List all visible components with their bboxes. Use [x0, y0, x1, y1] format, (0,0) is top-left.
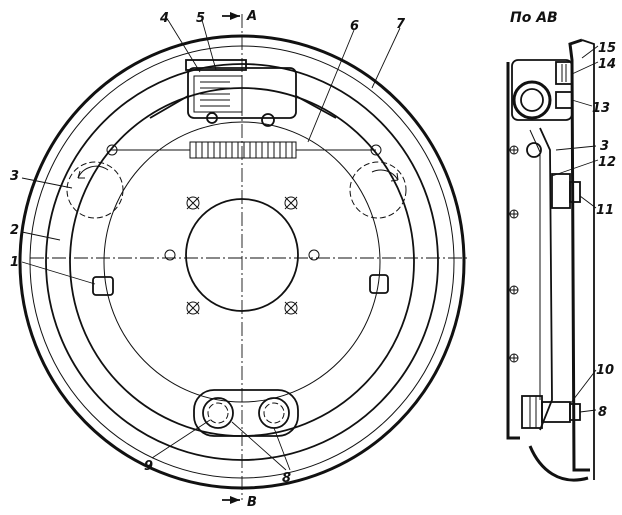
adjuster-section: [551, 173, 581, 209]
callout-13: 13: [592, 101, 610, 116]
callout-11: 11: [596, 203, 614, 218]
anchor-pin-plate: [193, 389, 299, 437]
plate-rivets: [509, 145, 519, 363]
adjuster-eccentric-left: [66, 161, 124, 219]
callout-7: 7: [396, 17, 406, 32]
section-view: По АВ: [506, 10, 616, 482]
adjuster-eccentric-right: [349, 161, 407, 219]
backing-plate-profile: [568, 38, 590, 472]
callout-10: 10: [596, 363, 614, 378]
front-view: А В 1 2 3 4 5 6 7 9 8: [10, 9, 470, 510]
callout-9: 9: [144, 459, 153, 474]
return-spring: [106, 141, 382, 159]
backing-plate-center-ring: [103, 121, 381, 403]
callout-12: 12: [598, 155, 616, 170]
anchor-bolt-section: [521, 395, 581, 429]
callout-8a: 8: [282, 471, 291, 486]
callout-1: 1: [10, 255, 19, 270]
callout-s3: 3: [600, 139, 609, 154]
callout-14: 14: [598, 57, 616, 72]
callout-15: 15: [598, 41, 616, 56]
callout-4: 4: [159, 11, 169, 26]
shoe-guide-right: [369, 274, 389, 294]
callout-2: 2: [10, 223, 19, 238]
callout-s8: 8: [598, 405, 607, 420]
callout-5: 5: [196, 11, 205, 26]
bolt-holes: [164, 196, 320, 315]
callout-6: 6: [350, 19, 359, 34]
section-view-title: По АВ: [510, 10, 558, 26]
cylinder-section: [511, 59, 573, 121]
cut-label-bottom: В: [247, 495, 257, 510]
shoe-web: [539, 127, 553, 431]
cut-label-top: А: [246, 9, 257, 24]
callout-3: 3: [10, 169, 19, 184]
shoe-guide-left: [92, 276, 114, 296]
drum-lip: [528, 445, 589, 482]
